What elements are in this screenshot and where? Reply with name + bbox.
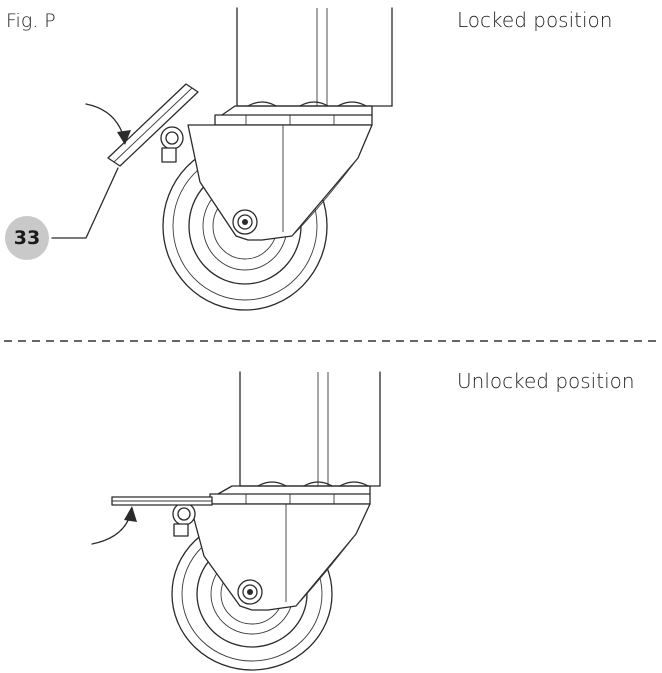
unlocked-lift-arrow [91,506,137,545]
unlocked-axle [237,579,263,605]
locked-brake-pivot [160,126,184,163]
locked-mount-plate [214,101,373,126]
locked-brake-pedal [107,83,199,167]
unlocked-leg-tube [239,371,381,487]
locked-caster-drawing [51,7,393,311]
figure-label: Fig. P [6,10,56,32]
callout-badge-33: 33 [5,216,49,260]
unlocked-brake-pedal [111,496,213,506]
locked-press-arrow [85,103,131,145]
callout-leader-line [51,167,119,239]
unlocked-caster-drawing [91,371,381,671]
unlocked-brake-pivot [172,502,196,537]
unlocked-mount-plate [209,481,371,505]
unlocked-position-caption: Unlocked position [457,369,635,393]
locked-position-caption: Locked position [457,8,613,32]
locked-axle [232,209,258,235]
unlocked-fork [189,503,371,611]
locked-leg-tube [236,7,393,107]
locked-fork [187,124,373,241]
